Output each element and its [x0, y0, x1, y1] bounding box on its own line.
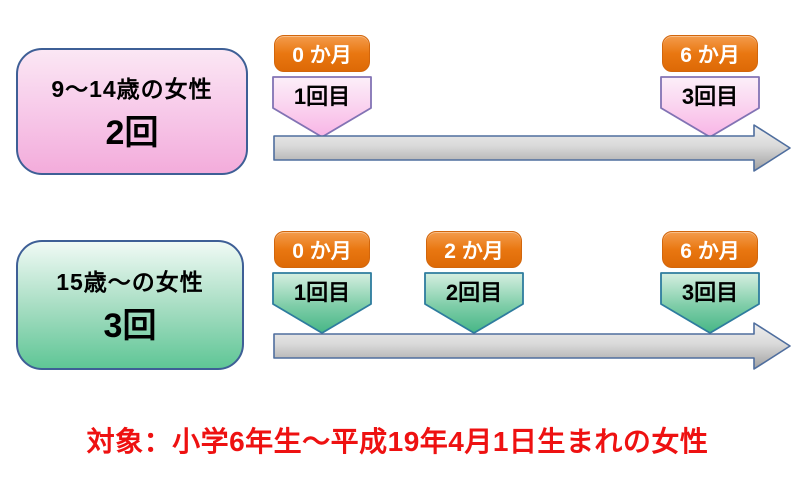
- dose-marker: 3回目: [660, 76, 760, 138]
- dose-marker: 3回目: [660, 272, 760, 334]
- dose-marker: 1回目: [272, 272, 372, 334]
- pentagon-shape: [272, 272, 372, 334]
- dose-label: 2回目: [445, 280, 503, 305]
- pentagon-shape: [660, 272, 760, 334]
- month-badge: 2 か月: [426, 231, 522, 268]
- dose-label: 3回目: [681, 84, 739, 109]
- dose-label: 3回目: [681, 280, 739, 305]
- dose-label: 1回目: [293, 280, 351, 305]
- age-group-label: 9～14歳の女性: [51, 75, 213, 102]
- age-group-box-9-14: 9～14歳の女性 2回: [16, 48, 248, 175]
- month-badge: 0 か月: [274, 35, 370, 72]
- milestone-6-months: 6 か月 3回目: [660, 231, 760, 334]
- pentagon-shape: [272, 76, 372, 138]
- target-note: 対象：小学6年生～平成19年4月1日生まれの女性: [86, 426, 709, 457]
- dose-count-label: 3回: [103, 307, 157, 345]
- timeline-arrow: [273, 322, 791, 370]
- milestone-0-months: 0 か月 1回目: [272, 231, 372, 334]
- age-group-box-15-plus: 15歳～の女性 3回: [16, 240, 244, 370]
- month-badge: 0 か月: [274, 231, 370, 268]
- month-badge: 6 か月: [662, 35, 758, 72]
- pentagon-shape: [660, 76, 760, 138]
- dose-count-label: 2回: [105, 113, 159, 152]
- milestone-2-months: 2 か月 2回目: [424, 231, 524, 334]
- dose-label: 1回目: [293, 84, 351, 109]
- age-group-label: 15歳～の女性: [56, 269, 204, 295]
- pentagon-shape: [424, 272, 524, 334]
- month-badge: 6 か月: [662, 231, 758, 268]
- timeline-arrow: [273, 124, 791, 172]
- dose-marker: 2回目: [424, 272, 524, 334]
- milestone-0-months: 0 か月 1回目: [272, 35, 372, 138]
- milestone-6-months: 6 か月 3回目: [660, 35, 760, 138]
- dose-marker: 1回目: [272, 76, 372, 138]
